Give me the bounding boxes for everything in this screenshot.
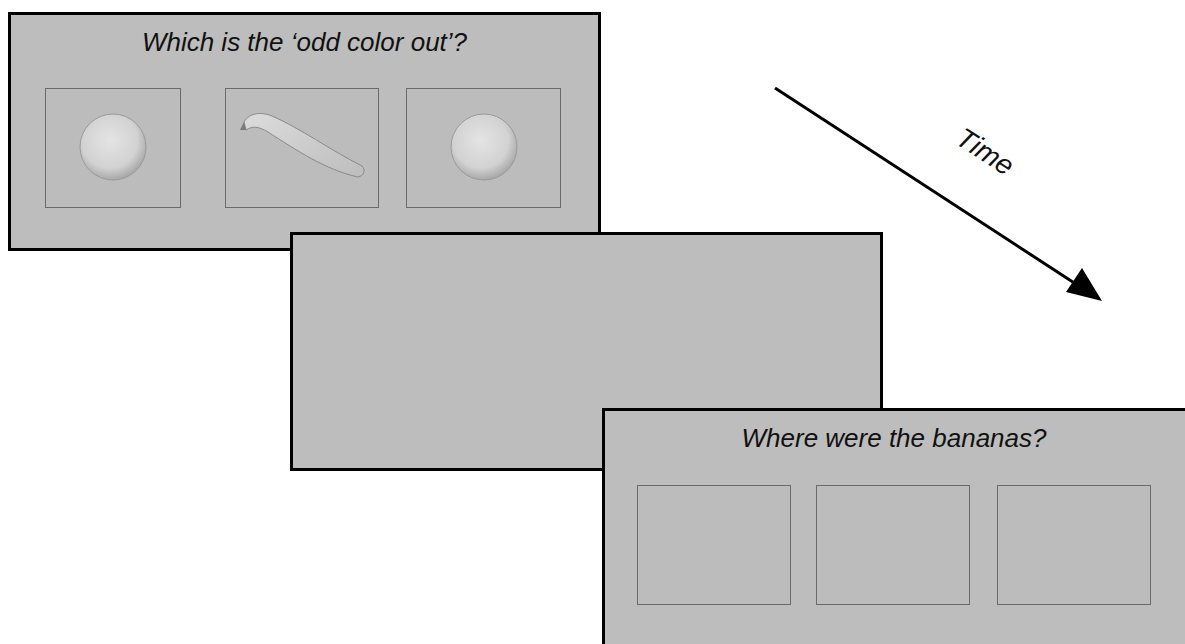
screen-prompt: Which is the ‘odd color out’?: [9, 27, 600, 58]
screen-one: [10, 14, 600, 250]
response-screen: Where were the bananas?: [603, 409, 1185, 644]
time-arrow: [775, 88, 1102, 301]
screen-three: [604, 410, 1185, 644]
question-screen: Which is the ‘odd color out’?: [9, 13, 600, 250]
time-label: Time: [950, 122, 1019, 183]
screen-prompt: Where were the bananas?: [603, 423, 1185, 454]
